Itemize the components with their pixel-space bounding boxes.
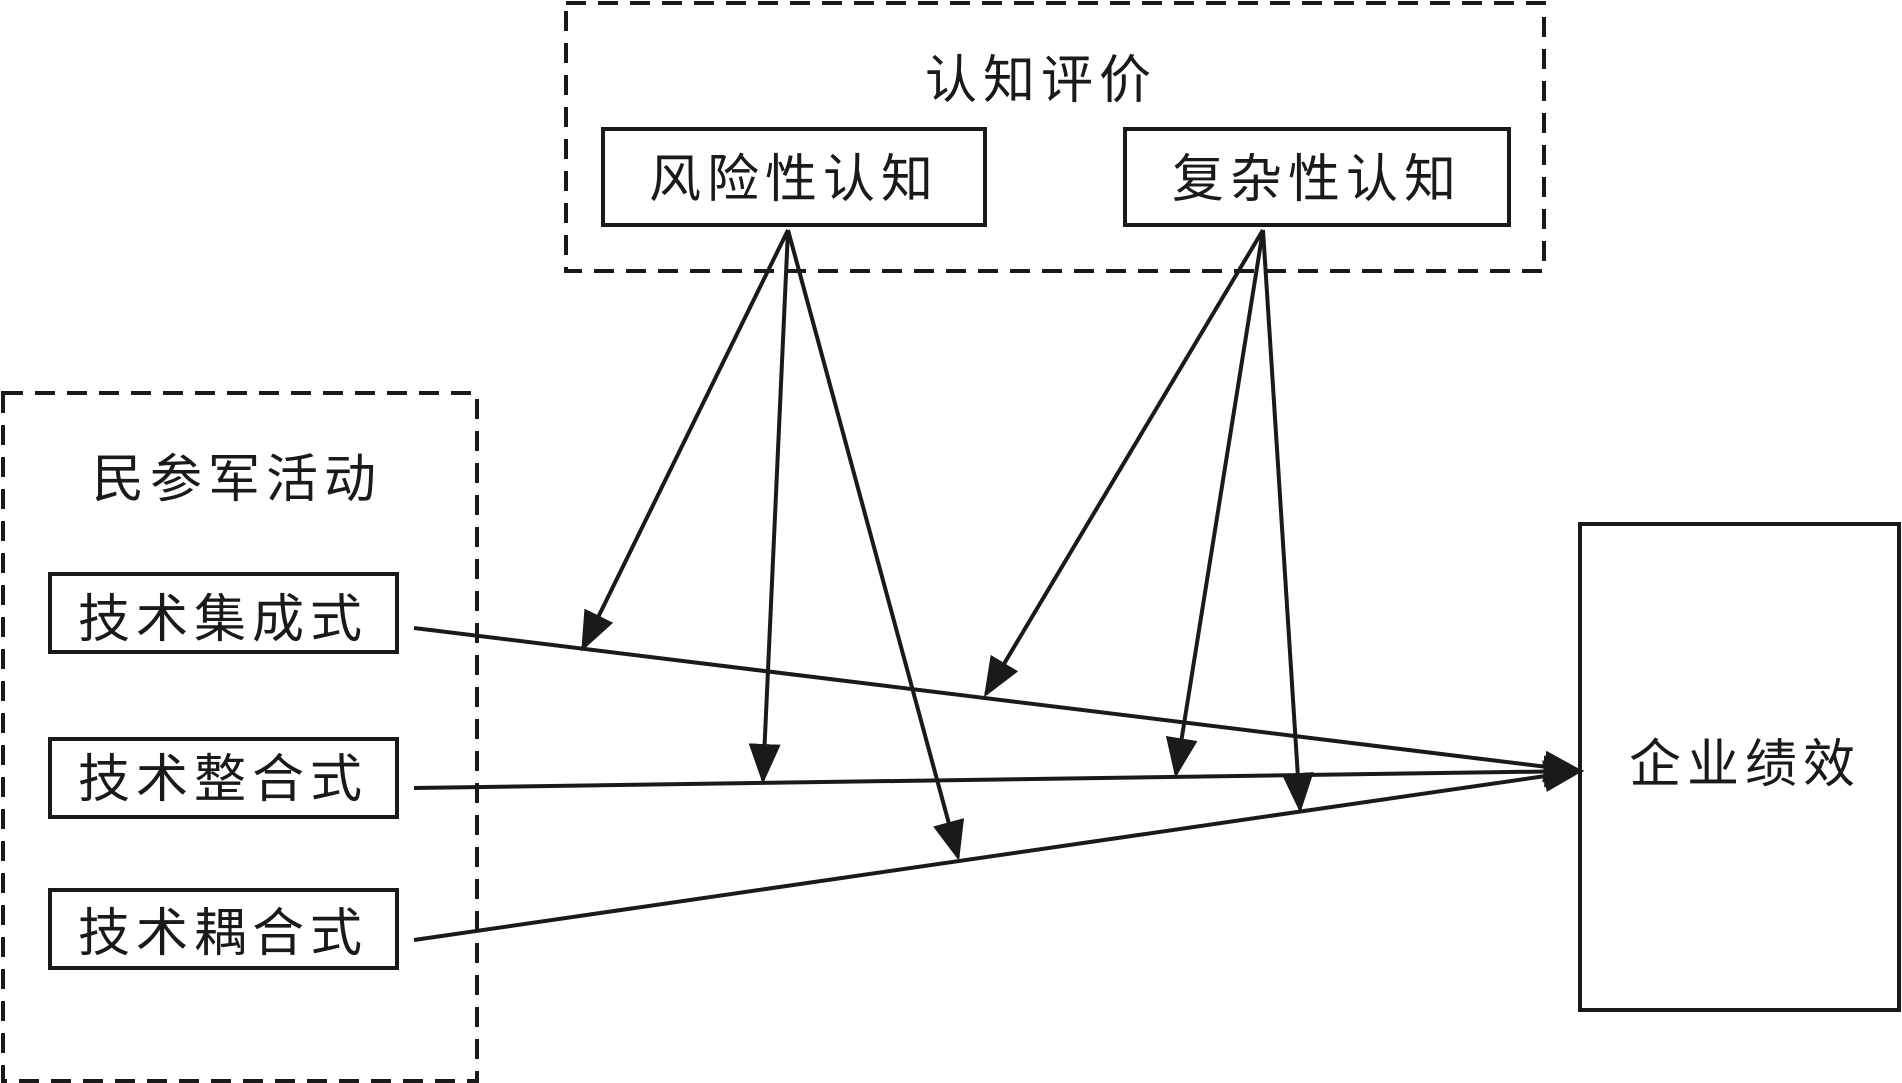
tech-coupling-node-label: 技术耦合式 (78, 904, 368, 964)
performance-node-box (1578, 522, 1901, 1012)
edge-risk-moderates-consolidation (748, 229, 790, 784)
activities-group-title: 民参军活动 (92, 450, 382, 510)
tech-consolidation-node-box (48, 737, 399, 819)
edge-coupling-to-performance (413, 760, 1584, 942)
performance-node-label: 企业绩效 (1629, 735, 1861, 795)
edge-complexity-moderates-coupling (1261, 229, 1314, 813)
complexity-node-box (1123, 127, 1511, 227)
tech-consolidation-node-label: 技术整合式 (78, 750, 368, 810)
risk-node-box (601, 127, 987, 227)
tech-integration-node-box (48, 572, 399, 654)
edge-complexity-moderates-consolidation (1165, 229, 1265, 778)
edge-integration-to-performance (413, 626, 1584, 783)
tech-coupling-node-box (48, 888, 399, 970)
tech-integration-node-label: 技术集成式 (78, 590, 368, 650)
complexity-node-label: 复杂性认知 (1172, 150, 1462, 210)
cognition-group-title: 认知评价 (925, 51, 1157, 111)
edge-risk-moderates-integration (581, 229, 790, 652)
edge-risk-moderates-coupling (786, 229, 965, 861)
risk-node-label: 风险性认知 (649, 150, 939, 210)
edge-complexity-moderates-integration (983, 228, 1265, 698)
cognition-group-box (564, 1, 1546, 273)
activities-group-box (1, 391, 479, 1083)
edge-consolidation-to-performance (413, 755, 1584, 790)
